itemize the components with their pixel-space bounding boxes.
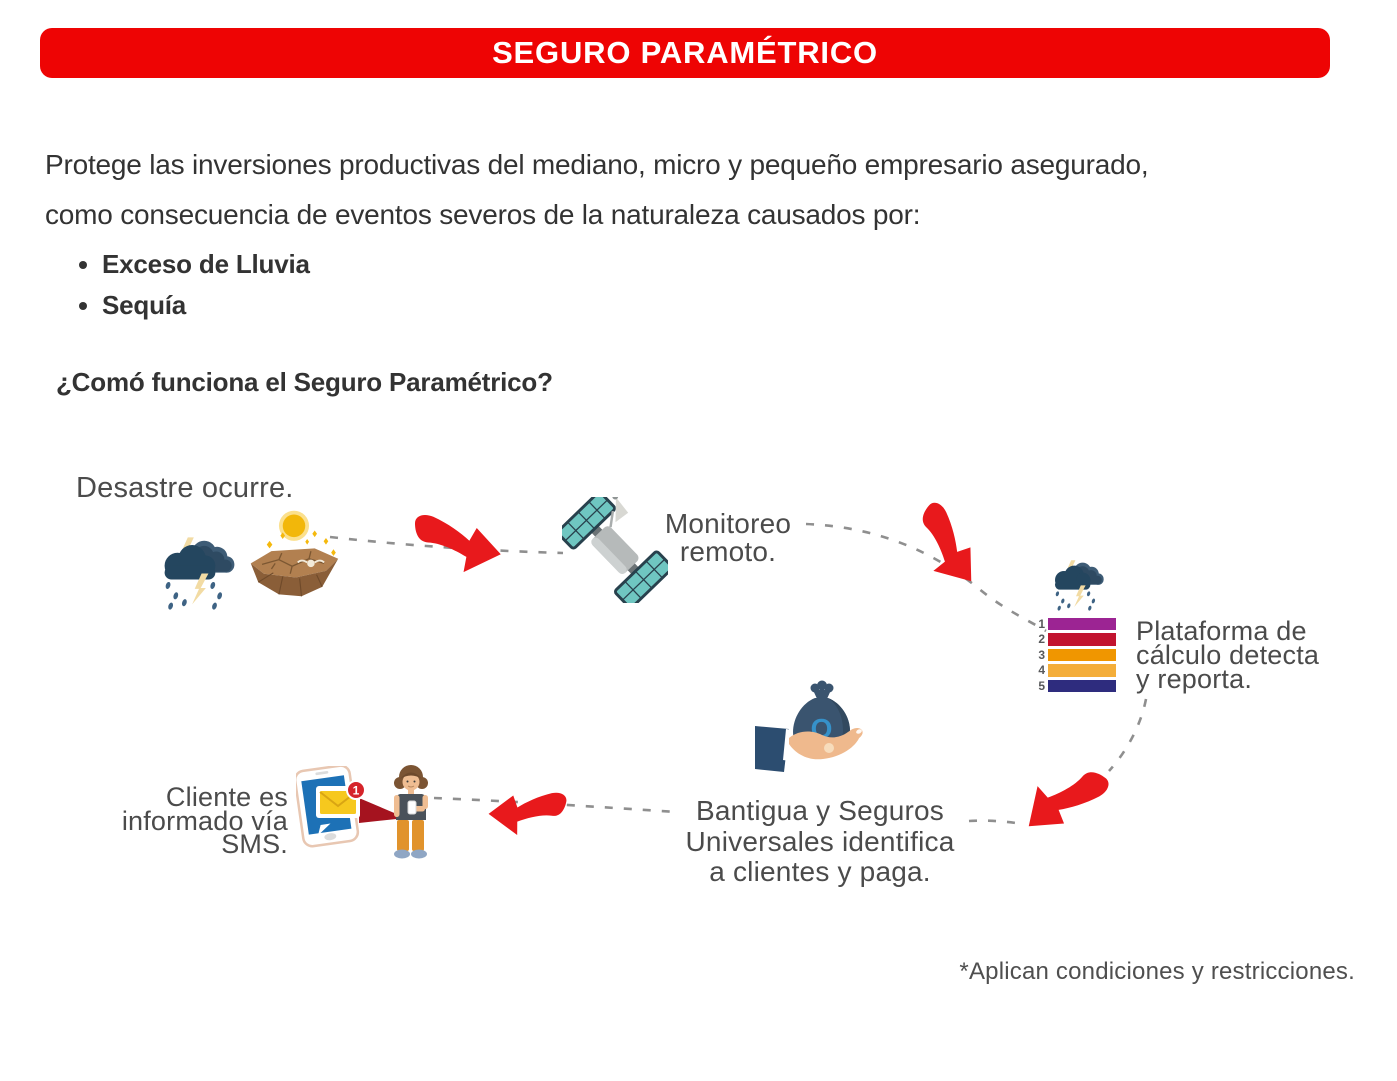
scale-bar-3: [1048, 648, 1116, 661]
list-item-drought: Sequía: [102, 285, 310, 326]
storm-cloud-icon: [156, 527, 242, 613]
flow-arrow-1: [404, 511, 510, 581]
scale-row: 5: [1030, 678, 1116, 694]
scale-row: 2: [1030, 632, 1116, 648]
step-monitoring-label: Monitoreo remoto.: [664, 508, 792, 567]
client-person-icon: [388, 764, 434, 862]
scale-number: 4: [1038, 663, 1045, 678]
scale-number: 1: [1038, 616, 1045, 631]
scale-bar-4: [1048, 664, 1116, 677]
footnote: *Aplican condiciones y restricciones.: [959, 958, 1355, 985]
scale-bar-2: [1048, 633, 1116, 646]
scale-row: 4: [1030, 663, 1116, 679]
flow-arrow-3: [1008, 743, 1117, 852]
scale-number: 2: [1038, 632, 1045, 647]
flow-arrow-2: [893, 495, 996, 601]
how-it-works-heading: ¿Comó funciona el Seguro Paramétrico?: [56, 367, 553, 397]
intro-paragraph: Protege las inversiones productivas del …: [45, 149, 1149, 230]
step-sms-label: Cliente es informado vía SMS.: [121, 782, 288, 859]
connector-platform-payout: [1108, 698, 1148, 772]
list-item-excess-rain: Exceso de Lluvia: [102, 244, 310, 285]
scale-number: 5: [1038, 678, 1045, 693]
scale-bar-5: [1048, 679, 1116, 692]
scale-row: 3: [1030, 647, 1116, 663]
title-banner: SEGURO PARAMÉTRICO: [40, 28, 1330, 78]
coverage-list: Exceso de Lluvia Sequía: [72, 244, 310, 326]
risk-scale: 1 2 3 4 5: [1030, 616, 1116, 694]
step-platform-label: Plataforma de cálculo detecta y reporta.: [1136, 616, 1320, 694]
scale-row: 1: [1030, 616, 1116, 632]
step-payout-label: Bantigua y Seguros Universales identific…: [685, 795, 955, 887]
storm-cloud-small-icon: [1049, 553, 1109, 613]
scale-number: 3: [1038, 647, 1045, 662]
scale-bar-1: [1048, 617, 1116, 630]
moneybag-hand-icon: [755, 674, 885, 784]
page-title: SEGURO PARAMÉTRICO: [492, 35, 878, 70]
drought-icon: [247, 506, 341, 602]
flow-arrow-4: [477, 786, 576, 843]
step-disaster-label: Desastre ocurre.: [76, 472, 294, 504]
